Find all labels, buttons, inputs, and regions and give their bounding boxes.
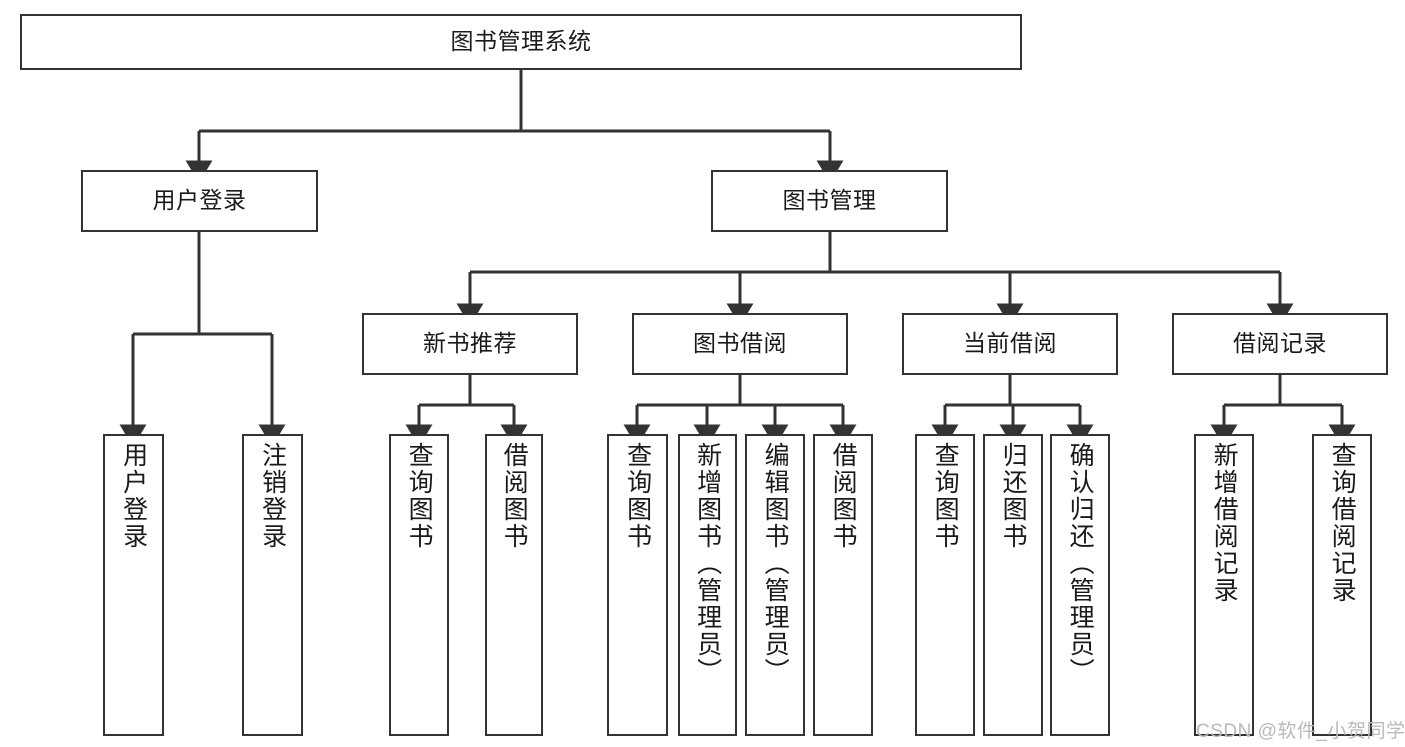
leaf-return-books[interactable]: 归还图书 bbox=[983, 434, 1043, 736]
leaf-user-login[interactable]: 用户登录 bbox=[103, 434, 164, 736]
node-root[interactable]: 图书管理系统 bbox=[20, 14, 1022, 70]
node-user-login-label: 用户登录 bbox=[152, 187, 247, 214]
leaf-user-login-label: 用户登录 bbox=[119, 442, 148, 550]
leaf-query-books-current-label: 查询图书 bbox=[931, 442, 960, 550]
leaf-return-books-label: 归还图书 bbox=[999, 442, 1028, 550]
node-root-label: 图书管理系统 bbox=[450, 28, 592, 55]
node-book-borrow-label: 图书借阅 bbox=[693, 330, 787, 357]
leaf-borrow-books-new[interactable]: 借阅图书 bbox=[485, 434, 543, 736]
leaf-edit-book-admin[interactable]: 编辑图书（管理员） bbox=[745, 434, 805, 736]
leaf-add-borrow-record[interactable]: 新增借阅记录 bbox=[1194, 434, 1254, 736]
node-book-management-label: 图书管理 bbox=[782, 187, 877, 214]
node-book-borrow[interactable]: 图书借阅 bbox=[632, 313, 848, 375]
leaf-add-book-admin-label: 新增图书（管理员） bbox=[693, 442, 722, 685]
leaf-query-books-new[interactable]: 查询图书 bbox=[389, 434, 449, 736]
leaf-confirm-return-admin-label: 确认归还（管理员） bbox=[1066, 442, 1095, 685]
leaf-add-borrow-record-label: 新增借阅记录 bbox=[1210, 442, 1239, 604]
leaf-confirm-return-admin[interactable]: 确认归还（管理员） bbox=[1050, 434, 1110, 736]
leaf-borrow-books-new-label: 借阅图书 bbox=[500, 442, 529, 550]
leaf-add-book-admin[interactable]: 新增图书（管理员） bbox=[678, 434, 737, 736]
node-borrow-records-label: 借阅记录 bbox=[1233, 330, 1327, 357]
node-new-book-recommend[interactable]: 新书推荐 bbox=[362, 313, 578, 375]
leaf-edit-book-admin-label: 编辑图书（管理员） bbox=[761, 442, 790, 685]
node-borrow-records[interactable]: 借阅记录 bbox=[1172, 313, 1388, 375]
leaf-borrow-books[interactable]: 借阅图书 bbox=[813, 434, 873, 736]
node-current-borrow[interactable]: 当前借阅 bbox=[902, 313, 1118, 375]
leaf-query-borrow-record-label: 查询借阅记录 bbox=[1328, 442, 1357, 604]
leaf-query-books-borrow[interactable]: 查询图书 bbox=[607, 434, 668, 736]
node-new-book-recommend-label: 新书推荐 bbox=[423, 330, 517, 357]
node-book-management[interactable]: 图书管理 bbox=[711, 170, 948, 232]
node-current-borrow-label: 当前借阅 bbox=[963, 330, 1057, 357]
leaf-borrow-books-label: 借阅图书 bbox=[829, 442, 858, 550]
node-user-login[interactable]: 用户登录 bbox=[81, 170, 318, 232]
leaf-query-books-borrow-label: 查询图书 bbox=[623, 442, 652, 550]
leaf-query-books-current[interactable]: 查询图书 bbox=[915, 434, 975, 736]
leaf-logout-label: 注销登录 bbox=[258, 442, 287, 550]
leaf-logout[interactable]: 注销登录 bbox=[242, 434, 303, 736]
leaf-query-books-new-label: 查询图书 bbox=[405, 442, 434, 550]
leaf-query-borrow-record[interactable]: 查询借阅记录 bbox=[1312, 434, 1372, 736]
